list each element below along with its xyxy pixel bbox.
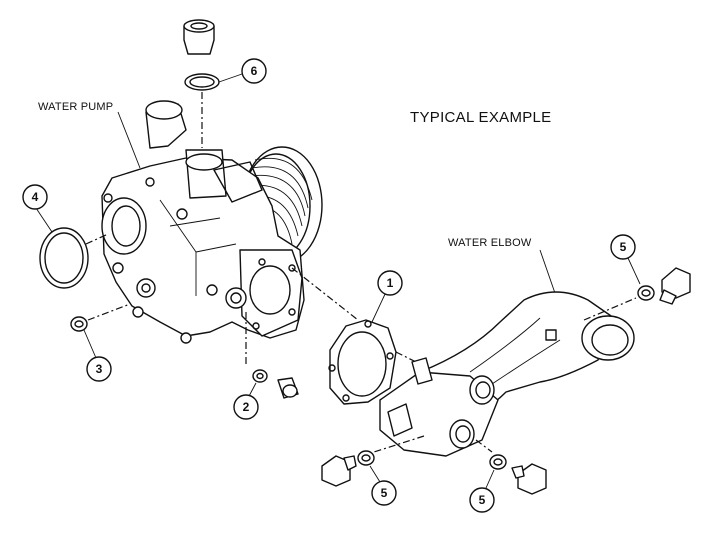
- callout-1: 1: [377, 270, 403, 296]
- callout-2: 2: [233, 394, 259, 420]
- leader-water-pump: [117, 111, 141, 169]
- label-water-elbow: WATER ELBOW: [448, 237, 532, 249]
- water-elbow: [373, 291, 637, 457]
- callout-3-text: 3: [96, 362, 103, 376]
- callout-5-lower-left: 5: [371, 480, 397, 506]
- leader-water-elbow: [539, 249, 557, 297]
- callout-6: 6: [241, 58, 267, 84]
- pump-inlet-port: [101, 197, 147, 255]
- part-5-bolt-lower-right: [485, 454, 547, 495]
- part-2-washer-and-bolt: [245, 312, 299, 399]
- callout-5-lower-right: 5: [469, 487, 495, 513]
- water-pump: [101, 100, 323, 344]
- callout-5a-text: 5: [620, 240, 627, 254]
- callout-1-text: 1: [387, 276, 394, 290]
- callout-4: 4: [22, 184, 48, 210]
- part-5-bolt-lower-left: [321, 450, 381, 487]
- callout-5-upper-right: 5: [610, 234, 636, 260]
- callout-2-text: 2: [243, 400, 250, 414]
- callout-5b-text: 5: [381, 486, 388, 500]
- part-4-o-ring: [35, 207, 109, 289]
- callout-5c-text: 5: [479, 493, 486, 507]
- pump-outlet-flange: [239, 249, 303, 337]
- callout-4-text: 4: [32, 190, 39, 204]
- callout-3: 3: [86, 356, 112, 382]
- part-1-gasket: [291, 267, 417, 405]
- callout-6-text: 6: [251, 64, 258, 78]
- part-6-plug-and-seal: [183, 19, 243, 148]
- part-3-washer: [70, 303, 131, 359]
- part-5-bolt-upper-right: [627, 257, 691, 305]
- label-water-pump: WATER PUMP: [38, 101, 113, 113]
- diagram-title: TYPICAL EXAMPLE: [410, 109, 552, 126]
- elbow-outlet: [581, 315, 635, 361]
